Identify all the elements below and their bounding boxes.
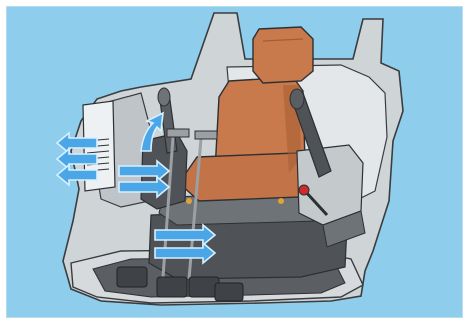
bolt-left [186, 198, 192, 204]
excavator-cab-illustration [7, 7, 462, 317]
bolt-right [278, 198, 284, 204]
illustration-panel [6, 6, 463, 318]
seat-headrest [253, 27, 313, 83]
right-control-tower [297, 145, 363, 225]
